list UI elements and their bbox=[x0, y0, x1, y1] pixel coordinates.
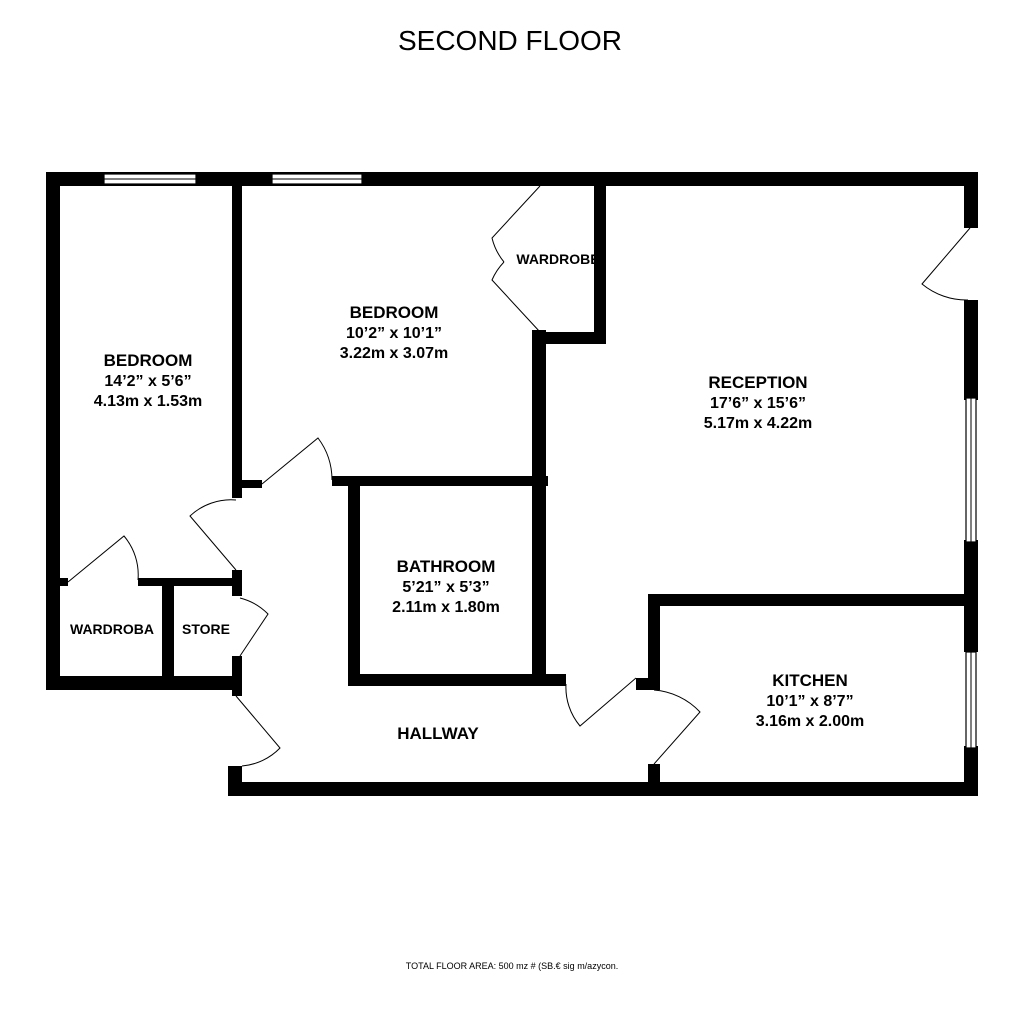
floor-title: SECOND FLOOR bbox=[398, 25, 622, 56]
bedroom2-imperial: 10’2” x 10’1” bbox=[346, 325, 442, 342]
store-name: STORE bbox=[182, 621, 230, 637]
wall-wardrobe-bottom bbox=[532, 332, 606, 344]
wall-store-right-lower bbox=[232, 656, 242, 696]
wall-bottom bbox=[228, 782, 978, 796]
reception-name: RECEPTION bbox=[708, 373, 807, 392]
kitchen-metric: 3.16m x 2.00m bbox=[756, 713, 865, 730]
bedroom1-name: BEDROOM bbox=[104, 351, 193, 370]
hallway-name: HALLWAY bbox=[397, 724, 479, 743]
bathroom-imperial: 5’21” x 5’3” bbox=[402, 579, 489, 596]
wall-right-upper bbox=[964, 172, 978, 228]
bathroom-name: BATHROOM bbox=[397, 557, 496, 576]
room-bedroom-2: BEDROOM 10’2” x 10’1” 3.22m x 3.07m bbox=[340, 303, 449, 362]
wall-bath-bottom bbox=[348, 674, 566, 686]
door-store bbox=[239, 597, 269, 657]
wall-bed2-reception bbox=[532, 330, 546, 686]
wall-wardrobe-top bbox=[60, 578, 68, 586]
door-wardrobe-bed1 bbox=[67, 535, 139, 583]
wardrobe-left-name: WARDROBA bbox=[70, 621, 154, 637]
reception-metric: 5.17m x 4.22m bbox=[704, 415, 813, 432]
door-entrance bbox=[235, 695, 281, 767]
bedroom1-metric: 4.13m x 1.53m bbox=[94, 393, 203, 410]
kitchen-name: KITCHEN bbox=[772, 671, 848, 690]
doors bbox=[67, 185, 971, 767]
bathroom-metric: 2.11m x 1.80m bbox=[392, 599, 500, 616]
windows bbox=[103, 173, 977, 749]
wall-bed1-lower bbox=[232, 484, 242, 498]
bedroom1-imperial: 14’2” x 5’6” bbox=[104, 373, 191, 390]
room-bathroom: BATHROOM 5’21” x 5’3” 2.11m x 1.80m bbox=[392, 557, 500, 616]
wall-store-top bbox=[138, 578, 238, 586]
room-kitchen: KITCHEN 10’1” x 8’7” 3.16m x 2.00m bbox=[756, 671, 865, 730]
bedroom2-metric: 3.22m x 3.07m bbox=[340, 345, 449, 362]
room-bedroom-1: BEDROOM 14’2” x 5’6” 4.13m x 1.53m bbox=[94, 351, 203, 410]
room-reception: RECEPTION 17’6” x 15’6” 5.17m x 4.22m bbox=[704, 373, 813, 432]
wardrobe-top-name: WARDROBE bbox=[516, 251, 599, 267]
wall-right-middle2 bbox=[964, 540, 978, 652]
wall-bottom-left bbox=[46, 676, 242, 690]
wall-wardrobe-store bbox=[162, 578, 174, 682]
door-wardrobe-bed2-b bbox=[491, 261, 541, 333]
wall-kitchen-top bbox=[648, 594, 966, 606]
interior-walls bbox=[60, 172, 966, 786]
door-kitchen bbox=[653, 689, 701, 765]
wall-bed1-bed2 bbox=[232, 172, 242, 484]
bedroom2-name: BEDROOM bbox=[350, 303, 439, 322]
door-wardrobe-bed2-a bbox=[491, 185, 541, 263]
wall-bed2-bottom bbox=[332, 476, 548, 486]
wall-hall-left-stub bbox=[228, 766, 242, 796]
wall-kitchen-left-stub bbox=[636, 678, 654, 690]
door-bed2 bbox=[261, 437, 333, 485]
wall-kitchen-left-lower bbox=[648, 764, 660, 786]
wall-wardrobe-right bbox=[594, 172, 606, 342]
reception-imperial: 17’6” x 15’6” bbox=[710, 395, 806, 412]
total-floor-area: TOTAL FLOOR AREA: 500 mz # (SB.€ sig m/a… bbox=[406, 961, 618, 971]
door-bathroom bbox=[565, 677, 637, 727]
wall-bed1-hall-stub bbox=[232, 480, 262, 488]
wall-kitchen-left-upper bbox=[648, 594, 660, 690]
door-reception bbox=[921, 227, 971, 301]
door-bed1 bbox=[189, 499, 237, 571]
wall-left bbox=[46, 172, 60, 688]
kitchen-imperial: 10’1” x 8’7” bbox=[766, 693, 853, 710]
wall-right-middle bbox=[964, 300, 978, 400]
wall-bath-left bbox=[348, 476, 360, 686]
